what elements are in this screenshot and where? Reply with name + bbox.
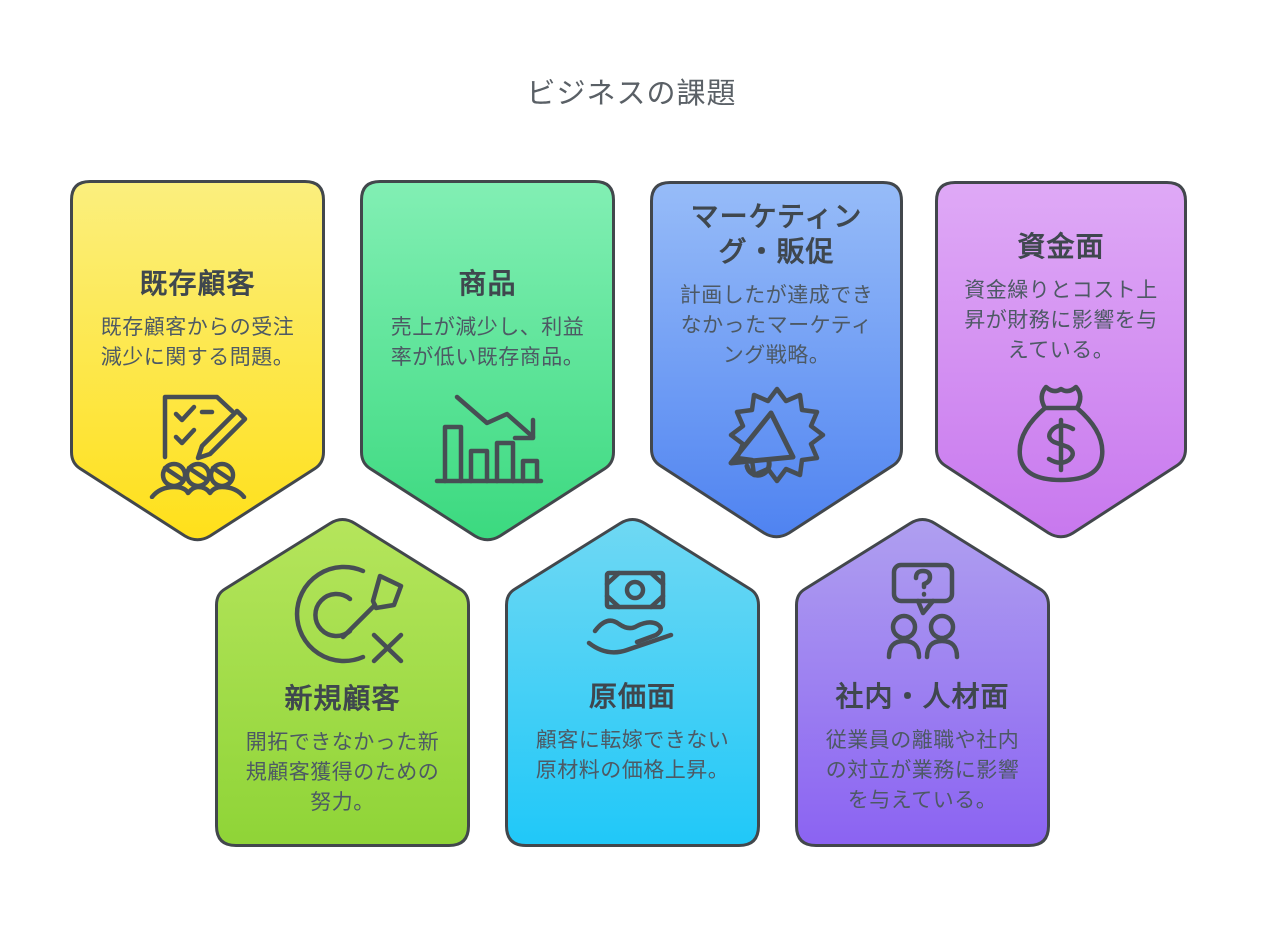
card-body: 売上が減少し、利益 率が低い既存商品。 <box>390 316 585 370</box>
pennant-down-shape <box>650 181 903 539</box>
card-title: 原価面 <box>588 681 676 712</box>
card-body: 資金繰りとコスト上 昇が財務に影響を与 えている。 <box>964 279 1158 363</box>
card-body: 計画したが達成でき なかったマーケティ ング戦略。 <box>679 284 874 368</box>
card-existing-customers: 既存顧客 既存顧客からの受注 減少に関する問題。 <box>70 180 325 546</box>
card-marketing-promotion: マーケティン グ・販促 計画したが達成でき なかったマーケティ ング戦略。 <box>650 181 903 543</box>
card-products: 商品 売上が減少し、利益 率が低い既存商品。 <box>360 180 615 546</box>
survey-people-icon <box>138 387 258 500</box>
pennant-down-shape <box>70 180 325 542</box>
card-title: マーケティン グ・販促 <box>690 201 863 267</box>
pennant-up-shape <box>795 518 1050 847</box>
card-title: 商品 <box>458 268 517 299</box>
card-body: 顧客に転嫁できない 原材料の価格上昇。 <box>535 729 730 783</box>
target-miss-icon <box>277 559 409 669</box>
card-funding: 資金面 資金繰りとコスト上 昇が財務に影響を与 えている。 <box>935 181 1187 543</box>
card-internal-hr: 社内・人材面 従業員の離職や社内 の対立が業務に影響 を与えている。 <box>795 515 1050 847</box>
card-body: 開拓できなかった新 規顧客獲得のための 努力。 <box>245 731 440 815</box>
money-hand-icon <box>577 567 689 667</box>
pennant-up-shape <box>505 518 760 847</box>
card-title: 資金面 <box>1017 231 1105 262</box>
card-title: 既存顧客 <box>139 268 256 299</box>
card-title: 社内・人材面 <box>835 681 1010 712</box>
card-title: 新規顧客 <box>284 683 401 714</box>
card-body: 既存顧客からの受注 減少に関する問題。 <box>100 316 295 370</box>
declining-chart-icon <box>429 387 547 491</box>
money-bag-icon <box>1007 380 1115 486</box>
megaphone-icon <box>715 385 839 493</box>
page-title: ビジネスの課題 <box>526 78 737 110</box>
card-body: 従業員の離職や社内 の対立が業務に影響 を与えている。 <box>825 729 1020 813</box>
pennant-down-shape <box>360 180 615 542</box>
pennant-down-shape <box>935 181 1187 539</box>
card-costs: 原価面 顧客に転嫁できない 原材料の価格上昇。 <box>505 515 760 847</box>
pennant-up-shape <box>215 518 470 847</box>
card-new-customers: 新規顧客 開拓できなかった新 規顧客獲得のための 努力。 <box>215 515 470 847</box>
people-question-icon <box>868 561 978 667</box>
